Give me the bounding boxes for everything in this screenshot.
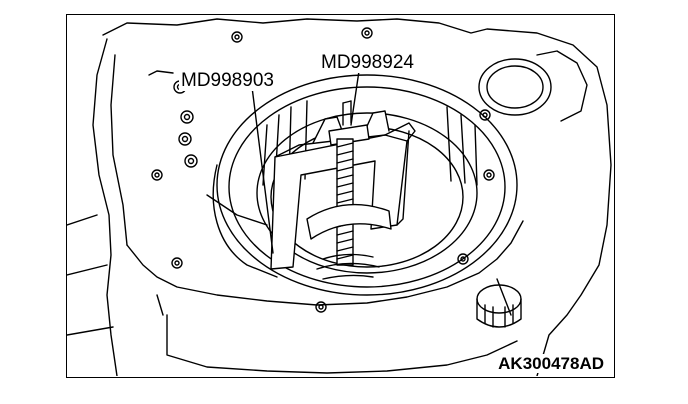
transmission-case-illustration bbox=[67, 18, 612, 376]
special-tool-md998924 bbox=[270, 100, 416, 270]
callout-md998903: MD998903 bbox=[179, 70, 276, 91]
special-tool-md998903 bbox=[306, 203, 392, 280]
drain-plug bbox=[476, 284, 522, 328]
figure-code: AK300478AD bbox=[496, 354, 606, 373]
callout-md998924: MD998924 bbox=[319, 52, 416, 73]
case-outline bbox=[67, 18, 612, 376]
filler-plug-top bbox=[478, 50, 588, 122]
figure-frame: MD998903 MD998924 AK300478AD bbox=[66, 14, 615, 378]
callout-leaders bbox=[148, 70, 360, 254]
clutch-housing bbox=[206, 74, 518, 296]
